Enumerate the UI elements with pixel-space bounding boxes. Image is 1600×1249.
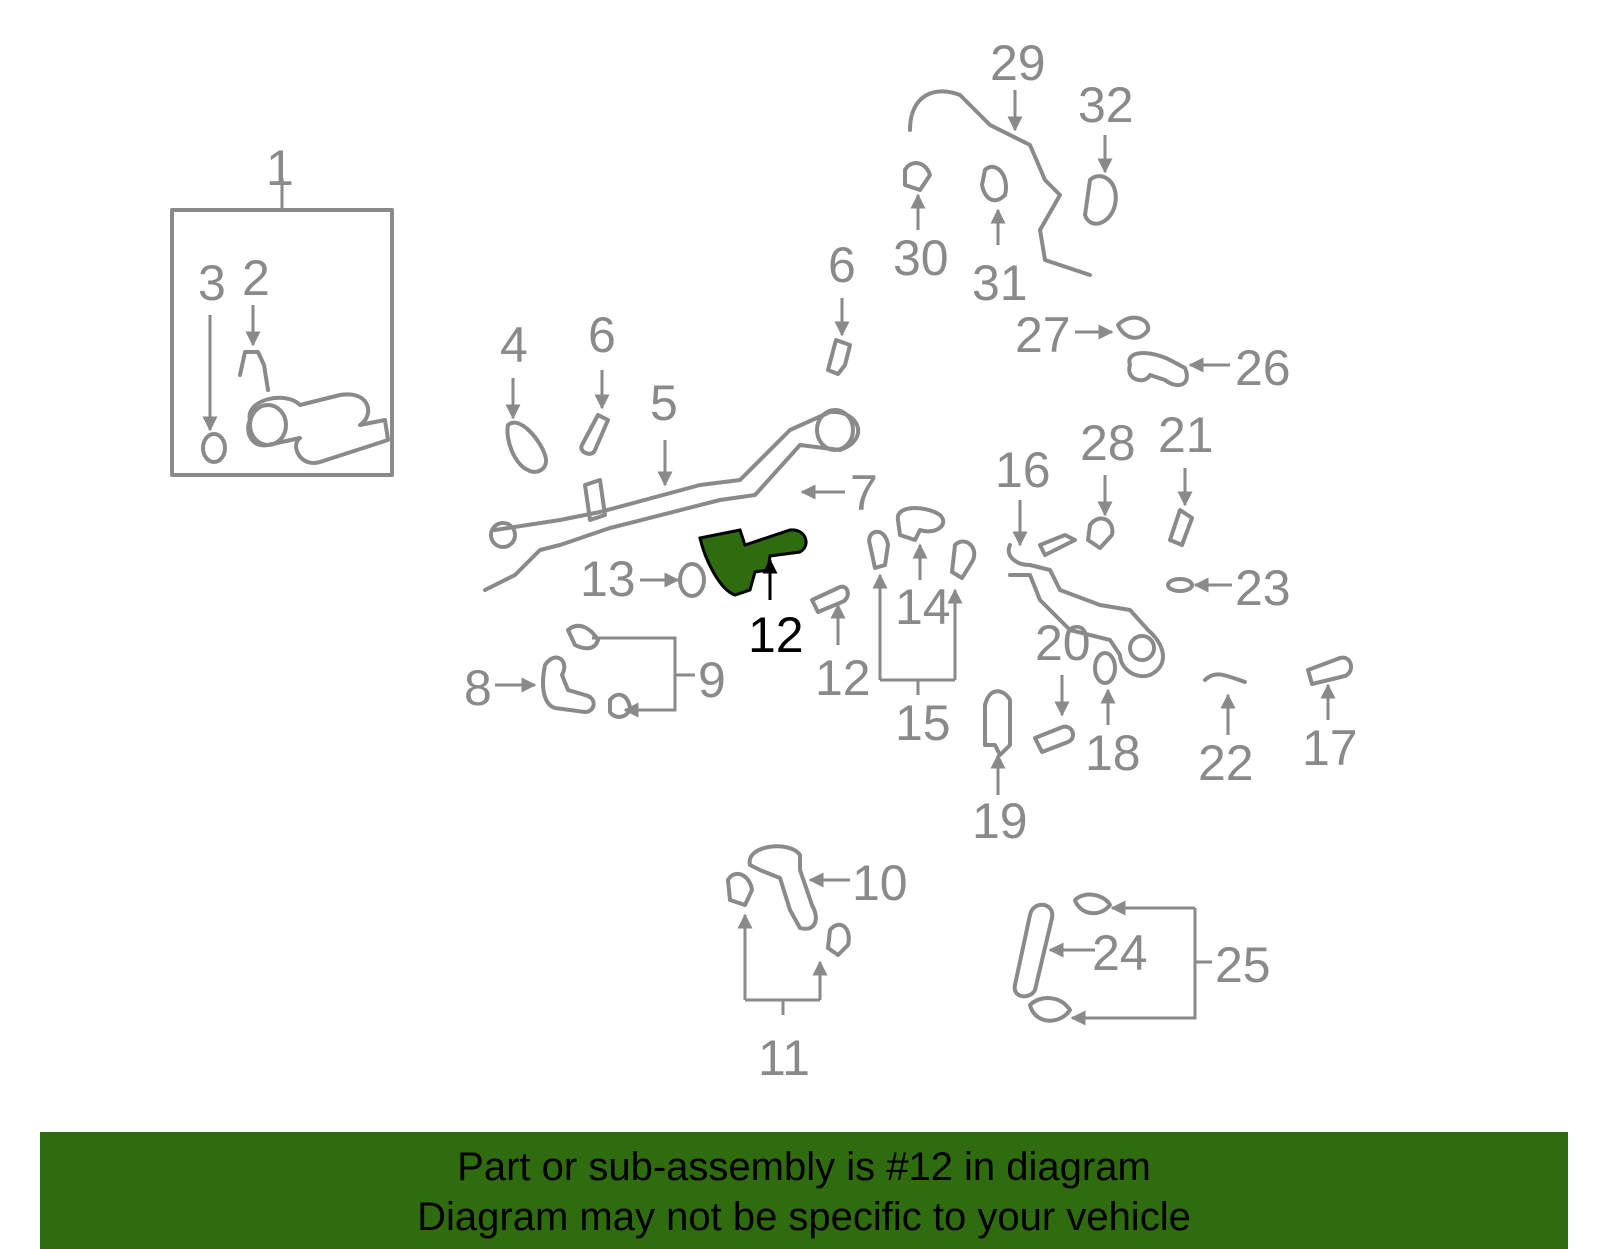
banner-line-2: Diagram may not be specific to your vehi… xyxy=(417,1195,1191,1239)
callout-13[interactable]: 12 xyxy=(815,650,871,706)
part-26a-clamp xyxy=(1073,892,1112,916)
part-16a-clamp xyxy=(867,529,890,570)
part-27-hose xyxy=(1127,351,1189,388)
part-11a-clamp xyxy=(726,871,754,907)
callout-12[interactable]: 12 xyxy=(748,607,804,663)
part-26b-clamp xyxy=(1028,996,1072,1023)
part-10-hose xyxy=(747,844,818,931)
callout-7[interactable]: 7 xyxy=(850,465,878,521)
callout-11[interactable]: 11 xyxy=(758,1030,810,1086)
part-31-clamp xyxy=(903,161,932,192)
assembly-1-group: 1 2 3 xyxy=(170,140,394,477)
part-6b-bolt xyxy=(826,338,852,376)
callout-26[interactable]: 25 xyxy=(1215,937,1271,993)
part-32-clamp xyxy=(980,164,1008,203)
callout-29[interactable]: 28 xyxy=(1080,415,1136,471)
part-9a-clamp xyxy=(566,623,600,651)
part-4-clamp xyxy=(505,420,548,474)
part-22-sensor xyxy=(1168,508,1194,547)
callout-30[interactable]: 29 xyxy=(990,35,1046,91)
part-11b-clamp xyxy=(826,922,851,957)
callout-15[interactable]: 14 xyxy=(895,579,951,635)
callout-9[interactable]: 9 xyxy=(698,652,726,708)
callout-22[interactable]: 21 xyxy=(1158,407,1214,463)
part-29-clamp xyxy=(1086,516,1115,550)
part-17-pipe xyxy=(1006,533,1165,679)
callout-16[interactable]: 15 xyxy=(895,695,951,751)
part-9b-clamp xyxy=(608,692,632,719)
callout-17[interactable]: 16 xyxy=(995,442,1051,498)
callout-24[interactable]: 23 xyxy=(1235,560,1291,616)
part-6a-bolt xyxy=(579,413,610,456)
part-28-clamp xyxy=(1116,315,1151,340)
part-20-bracket xyxy=(983,689,1012,757)
part-33-clamp xyxy=(1083,174,1118,226)
callout-3[interactable]: 3 xyxy=(198,255,226,311)
callout-10[interactable]: 10 xyxy=(852,855,908,911)
callout-25[interactable]: 24 xyxy=(1092,925,1148,981)
callout-14[interactable]: 13 xyxy=(580,551,636,607)
part-24-gasket xyxy=(1166,577,1194,593)
callout-18[interactable]: 17 xyxy=(1302,720,1358,776)
part-19-gasket xyxy=(1093,651,1117,685)
callout-8[interactable]: 8 xyxy=(464,660,492,716)
parts-diagram: 1 2 3 5 4 6 6 7 12 13 8 9 12 xyxy=(170,35,1358,1086)
part-5-pipe xyxy=(483,408,861,592)
part-12-water-outlet xyxy=(698,528,808,597)
callout-31[interactable]: 30 xyxy=(893,230,949,286)
info-banner: Part or sub-assembly is #12 in diagram D… xyxy=(40,1132,1568,1249)
callout-21[interactable]: 20 xyxy=(1035,615,1091,671)
callout-23[interactable]: 22 xyxy=(1198,735,1254,791)
part-16b-clamp xyxy=(950,539,977,580)
callout-32[interactable]: 31 xyxy=(972,255,1028,311)
callout-33[interactable]: 32 xyxy=(1078,77,1134,133)
callout-5[interactable]: 5 xyxy=(650,375,678,431)
part-15-hose xyxy=(895,506,946,542)
part-23-clip xyxy=(1203,672,1247,684)
part-30-hose xyxy=(908,89,1092,277)
part-14-gasket xyxy=(678,562,706,598)
part-21-bolt xyxy=(1033,724,1076,754)
callout-20[interactable]: 19 xyxy=(972,793,1028,849)
callout-1[interactable]: 1 xyxy=(266,140,294,196)
part-25-hose xyxy=(1012,902,1055,999)
callout-2[interactable]: 2 xyxy=(242,250,270,306)
part-13-bolt xyxy=(810,584,850,614)
callout-6a[interactable]: 6 xyxy=(588,307,616,363)
part-8-hose xyxy=(541,655,596,714)
callout-27[interactable]: 26 xyxy=(1235,340,1291,396)
callout-19[interactable]: 18 xyxy=(1085,725,1141,781)
callout-4[interactable]: 4 xyxy=(500,317,528,373)
callout-6b[interactable]: 6 xyxy=(828,237,856,293)
callout-28[interactable]: 27 xyxy=(1015,307,1071,363)
part-18-bolt xyxy=(1306,655,1353,686)
banner-line-1: Part or sub-assembly is #12 in diagram xyxy=(457,1145,1151,1189)
